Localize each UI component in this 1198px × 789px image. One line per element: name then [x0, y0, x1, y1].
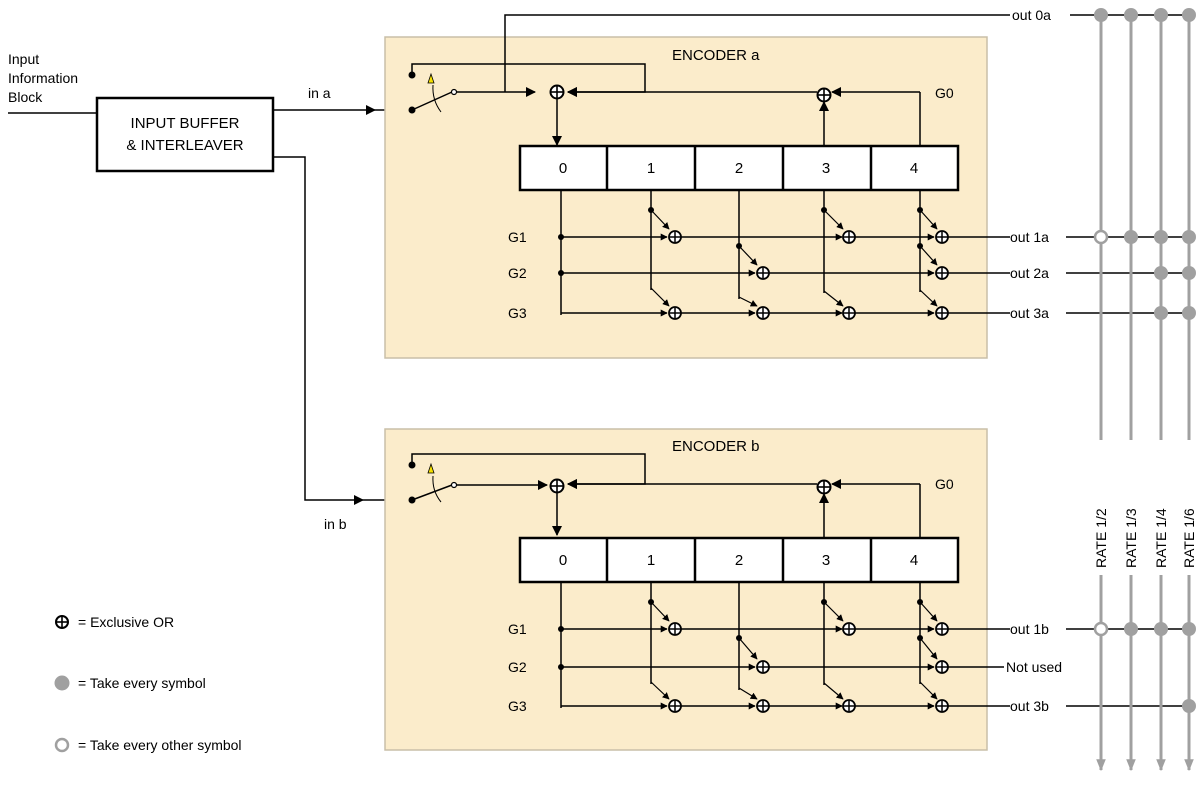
buffer-label-line2: & INTERLEAVER: [126, 137, 243, 154]
encoder-a-title: ENCODER a: [672, 47, 760, 64]
register-cell-3: 3: [822, 160, 830, 177]
buffer-label-line1: INPUT BUFFER: [131, 115, 240, 132]
encoder-b-g1-label: G1: [508, 621, 527, 637]
not-used-label: Not used: [1006, 659, 1062, 675]
switch-b-mark-icon: [427, 462, 435, 474]
out-1b-label: out 1b: [1010, 621, 1049, 637]
legend: = Exclusive OR = Take every symbol = Tak…: [54, 614, 242, 753]
encoder-b: ENCODER b G0 0 1: [384, 428, 1190, 751]
in-b-arrow: [273, 156, 364, 505]
xor-input-icon: [549, 84, 565, 100]
register-cell-1: 1: [647, 160, 655, 177]
register-b-cell-0: 0: [559, 552, 567, 569]
out-2a-label: out 2a: [1010, 265, 1049, 281]
switch-pivot: [450, 88, 458, 96]
out-0a-line: [504, 14, 1010, 92]
register-cell-2: 2: [735, 160, 743, 177]
switch-b-contact-top: [408, 461, 416, 469]
encoder-a-g3-label: G3: [508, 305, 527, 321]
encoder-b-register: 0 1 2 3 4: [518, 536, 960, 584]
xor-legend-icon: [55, 615, 69, 629]
xor-feedback-icon: [816, 87, 832, 103]
register-b-cell-3: 3: [822, 552, 830, 569]
in-b-label: in b: [324, 516, 347, 532]
register-cell-0: 0: [559, 160, 567, 177]
in-a-label: in a: [308, 85, 331, 101]
encoder-a-g0-label: G0: [935, 85, 954, 101]
switch-b-blade: [411, 484, 453, 501]
switch-blade: [411, 91, 453, 111]
every-other-tap-1a: [1093, 229, 1109, 245]
encoder-a-panel: [384, 36, 988, 359]
rate-1-6-label: RATE 1/6: [1181, 508, 1197, 568]
encoder-a: ENCODER a out 0a G0: [384, 7, 1190, 359]
switch-arc: [432, 84, 442, 113]
register-b-cell-4: 4: [910, 552, 918, 569]
encoder-b-g0-label: G0: [935, 476, 954, 492]
encoder-a-g1-label: G1: [508, 229, 527, 245]
take-every-other-icon: [54, 737, 70, 753]
legend-every-text: = Take every symbol: [78, 675, 206, 691]
legend-xor-text: = Exclusive OR: [78, 614, 174, 630]
rate-1-2-label: RATE 1/2: [1093, 508, 1109, 568]
out-3b-label: out 3b: [1010, 698, 1049, 714]
input-buffer-box: [95, 96, 275, 173]
input-label-line3: Block: [8, 89, 43, 105]
encoder-b-generators: [558, 582, 949, 713]
rate-1-3-label: RATE 1/3: [1123, 508, 1139, 568]
switch-contact-top: [408, 71, 416, 79]
out-3a-label: out 3a: [1010, 305, 1049, 321]
input-label-line2: Information: [8, 70, 78, 86]
xor-b-input-icon: [549, 478, 565, 494]
switch-b-arc: [432, 475, 442, 503]
out-0a-label: out 0a: [1012, 7, 1051, 23]
input-label-line1: Input: [8, 51, 39, 67]
take-every-symbol-icon: [54, 675, 70, 691]
out-1a-label: out 1a: [1010, 229, 1049, 245]
encoder-a-generators: [558, 190, 949, 320]
encoder-b-g2-label: G2: [508, 659, 527, 675]
rate-buses: RATE 1/2 RATE 1/3 RATE 1/4 RATE 1/6: [1091, 8, 1197, 772]
rate-1-4-label: RATE 1/4: [1153, 508, 1169, 568]
encoder-b-g3-label: G3: [508, 698, 527, 714]
xor-b-feedback-icon: [816, 479, 832, 495]
encoder-a-register: 0 1 2 3 4: [518, 144, 960, 192]
encoder-b-title: ENCODER b: [672, 438, 760, 455]
register-b-cell-2: 2: [735, 552, 743, 569]
encoder-a-g2-label: G2: [508, 265, 527, 281]
input-information-label: Input Information Block: [8, 51, 78, 105]
switch-b-pivot: [450, 481, 458, 489]
switch-mark-icon: [427, 72, 435, 84]
every-other-tap-1b: [1093, 621, 1109, 637]
legend-every-other-text: = Take every other symbol: [78, 737, 242, 753]
register-b-cell-1: 1: [647, 552, 655, 569]
register-cell-4: 4: [910, 160, 918, 177]
encoder-b-panel: [384, 428, 988, 751]
